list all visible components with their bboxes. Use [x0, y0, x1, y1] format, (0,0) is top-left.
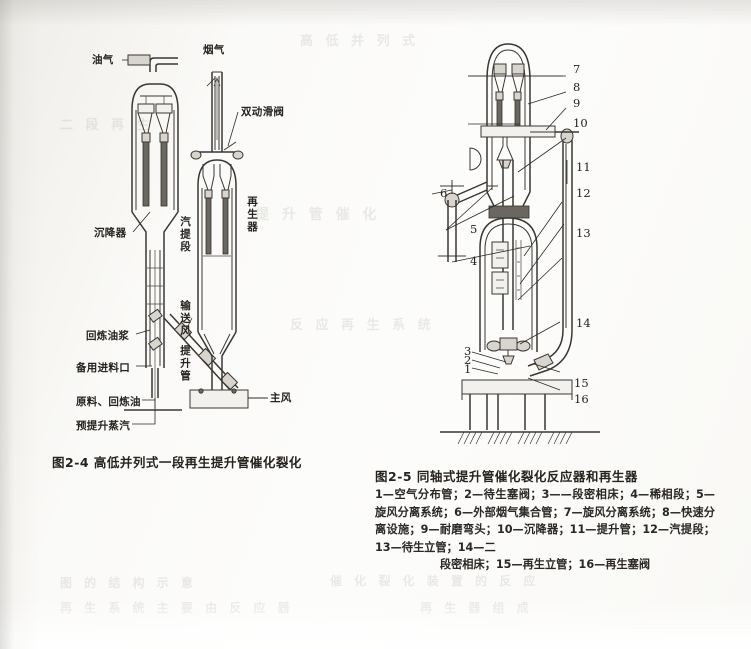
callout-12: 12	[576, 186, 591, 200]
callout-7: 7	[573, 62, 581, 76]
callout-8: 8	[573, 80, 581, 94]
legend-last-line: 段密相床；15—再生立管；16—再生塞阀	[439, 558, 651, 571]
right-standpipe-13	[527, 128, 579, 377]
figure-2-5-caption: 图2-5 同轴式提升管催化裂化反应器和再生器	[375, 469, 638, 484]
callout-15: 15	[574, 376, 589, 390]
callout-11: 11	[576, 160, 591, 174]
callout-1: 1	[464, 362, 472, 376]
callout-16: 16	[574, 392, 589, 406]
callout-5: 5	[470, 222, 478, 236]
coaxial-vessel	[469, 43, 556, 365]
callout-14: 14	[576, 316, 591, 330]
legend-body: 1—空气分布管；2—待生塞阀；3——段密相床；4—稀相段；5—旋风分离系统；6—…	[375, 488, 715, 554]
callout-4: 4	[470, 254, 478, 268]
figure-2-4-caption: 图2-4 高低并列式一段再生提升管催化裂化	[52, 455, 302, 470]
callout-9: 9	[573, 96, 581, 110]
callout-13: 13	[576, 226, 591, 240]
figure-2-5-legend: 1—空气分布管；2—待生塞阀；3——段密相床；4—稀相段；5—旋风分离系统；6—…	[375, 486, 715, 574]
callout-10: 10	[573, 116, 588, 130]
callout-6: 6	[440, 186, 448, 200]
